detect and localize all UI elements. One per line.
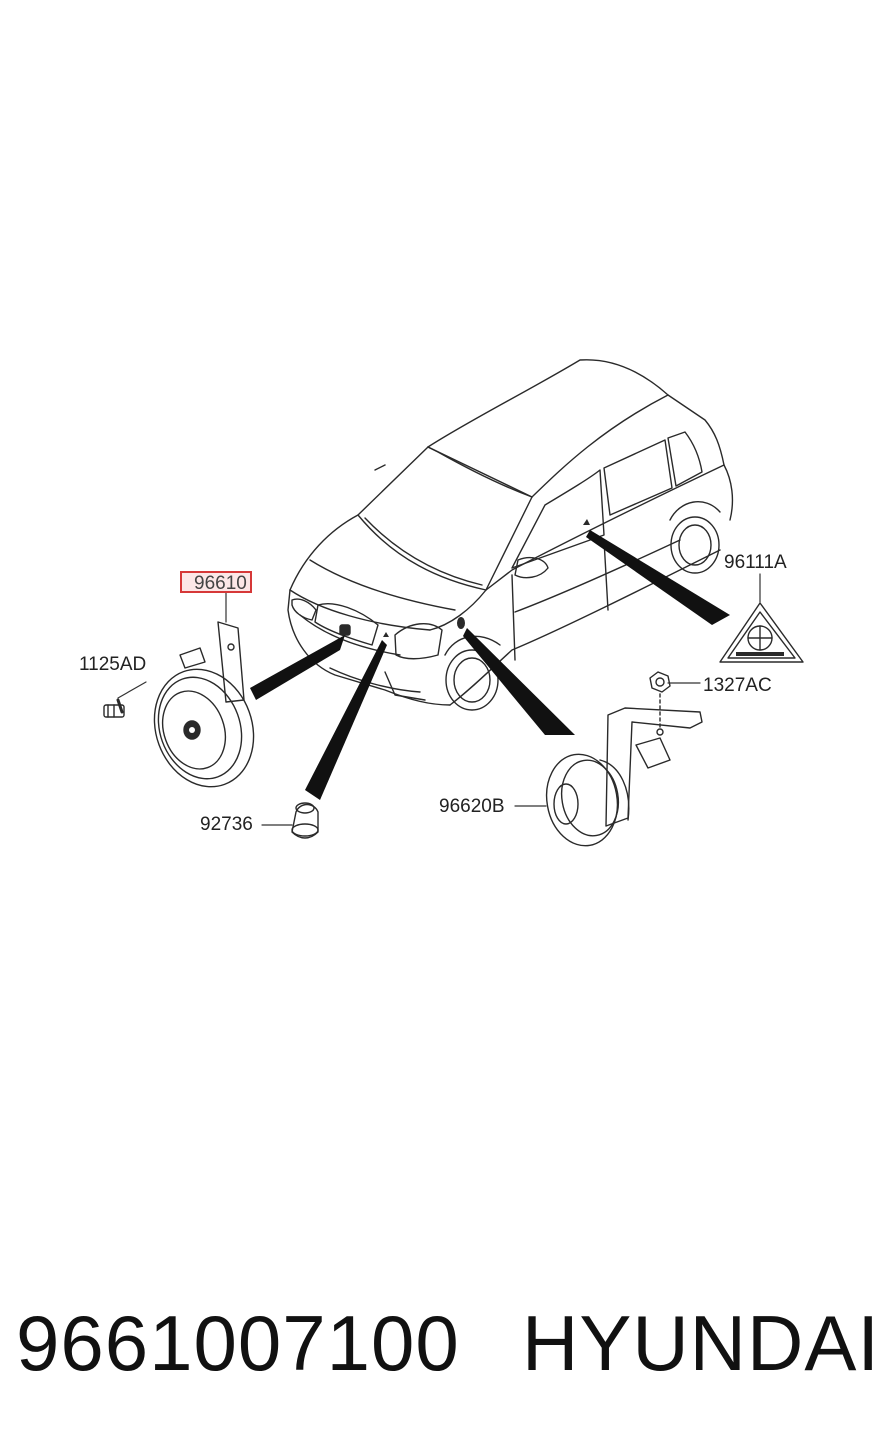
bolt-illustration: [103, 698, 125, 718]
car-illustration: [287, 359, 734, 711]
nut-illustration: [649, 671, 671, 731]
callout-1125ad[interactable]: 1125AD: [79, 654, 147, 675]
pointer-wedges: [250, 530, 730, 800]
callout-96111a[interactable]: 96111A: [724, 552, 787, 573]
horn-low-illustration: [545, 707, 703, 847]
highlight-box: [180, 571, 252, 593]
callout-1327ac[interactable]: 1327AC: [703, 675, 772, 696]
callout-96620b[interactable]: 96620B: [439, 796, 505, 817]
callout-96610[interactable]: 96610: [194, 573, 247, 594]
horn-high-illustration: [153, 621, 255, 788]
leader-lines: [117, 573, 761, 826]
grommet-illustration: [291, 802, 319, 839]
label-plate-illustration: [719, 602, 804, 663]
callout-92736[interactable]: 92736: [200, 814, 253, 835]
brand-name: HYUNDAI: [522, 1299, 881, 1387]
part-number: 9661007100: [16, 1299, 460, 1387]
